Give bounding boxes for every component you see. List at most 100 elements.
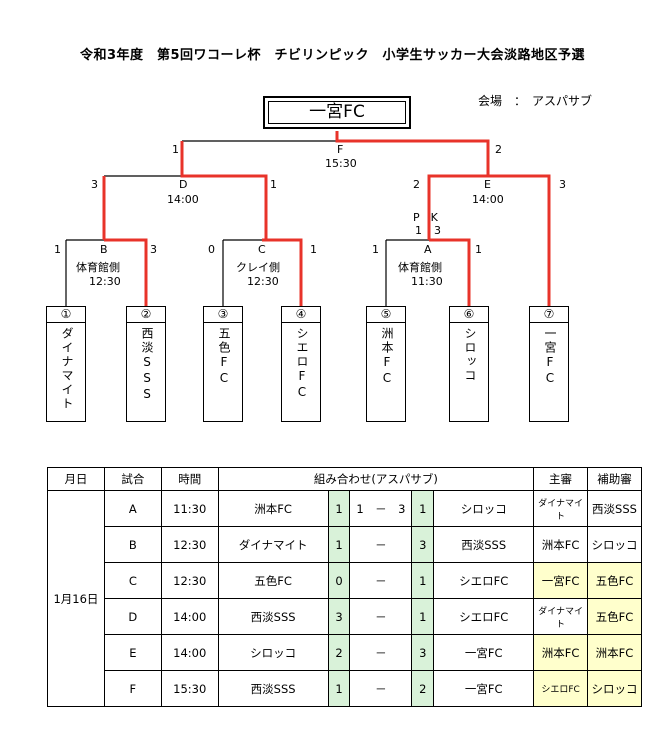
assistant-cell: シロッコ (587, 526, 642, 563)
separator-cell: 1 － 3 (349, 490, 413, 527)
team-box: ③ 五色FC (203, 306, 243, 422)
home-score-cell: 0 (327, 562, 351, 599)
match-f-time: 15:30 (325, 157, 357, 170)
match-e-pk-label: P K (413, 211, 438, 224)
assistant-cell: 洲本FC (587, 634, 642, 671)
table-row: E 14:00 シロッコ 2 － 3 一宮FC 洲本FC 洲本FC (48, 634, 642, 671)
table-row: D 14:00 西淡SSS 3 － 1 シエロFC ダイナマイト 五色FC (48, 598, 642, 635)
referee-cell: シエロFC (533, 670, 588, 707)
match-cell: B (103, 526, 162, 563)
team-name: シロッコ (463, 327, 477, 383)
match-d-time: 14:00 (167, 193, 199, 206)
separator-cell: － (349, 634, 413, 671)
team-name: 洲本FC (380, 327, 394, 387)
header-referee: 主審 (533, 467, 588, 491)
match-cell: C (103, 562, 162, 599)
team-name: 五色FC (217, 327, 231, 387)
table-row: 1月16日 A 11:30 洲本FC 1 1 － 3 1 シロッコ ダイナマイト… (47, 490, 642, 707)
date-cell: 1月16日 (47, 490, 105, 707)
away-score-cell: 1 (411, 562, 435, 599)
assistant-cell: 西淡SSS (587, 490, 642, 527)
match-e-left-score: 2 (413, 178, 420, 191)
team-number: ⑤ (367, 307, 405, 323)
team-name: 西淡SSS (140, 327, 154, 403)
assistant-cell: 五色FC (587, 562, 642, 599)
separator-cell: － (349, 562, 413, 599)
home-team-cell: シロッコ (217, 634, 329, 671)
match-e-pk-left: 1 (415, 224, 422, 237)
header-date: 月日 (47, 467, 105, 491)
team-number: ① (47, 307, 85, 323)
team-box: ① ダイナマイト (46, 306, 86, 422)
match-c-right-score: 1 (310, 243, 317, 256)
home-team-cell: 洲本FC (217, 490, 329, 527)
separator-cell: － (349, 526, 413, 563)
referee-cell: 洲本FC (533, 634, 588, 671)
table-row: B 12:30 ダイナマイト 1 － 3 西淡SSS 洲本FC シロッコ (48, 526, 642, 563)
home-score-cell: 3 (327, 598, 351, 635)
match-cell: E (103, 634, 162, 671)
home-team-cell: ダイナマイト (217, 526, 329, 563)
match-e-right-score: 3 (559, 178, 566, 191)
header-pairing: 組み合わせ(アスパサブ) (217, 467, 535, 491)
team-number: ⑥ (450, 307, 488, 323)
away-score-cell: 2 (411, 670, 435, 707)
team-name: シエロFC (295, 327, 309, 401)
team-box: ② 西淡SSS (126, 306, 166, 422)
time-cell: 14:00 (160, 634, 219, 671)
match-b-left-score: 1 (54, 243, 61, 256)
match-a-time: 11:30 (411, 275, 443, 288)
referee-cell: ダイナマイト (533, 490, 588, 527)
away-score-cell: 3 (411, 526, 435, 563)
venue-label: 会場 ： アスパサブ (478, 94, 593, 108)
team-box: ⑥ シロッコ (449, 306, 489, 422)
assistant-cell: 五色FC (587, 598, 642, 635)
away-score-cell: 3 (411, 634, 435, 671)
away-team-cell: シロッコ (433, 490, 535, 527)
champion-box: 一宮FC (263, 96, 411, 129)
home-team-cell: 五色FC (217, 562, 329, 599)
match-b-code: B (100, 243, 108, 256)
away-team-cell: 西淡SSS (433, 526, 535, 563)
home-team-cell: 西淡SSS (217, 598, 329, 635)
assistant-cell: シロッコ (587, 670, 642, 707)
team-number: ⑦ (530, 307, 568, 323)
match-b-time: 12:30 (89, 275, 121, 288)
match-e-code: E (484, 178, 491, 191)
home-score-cell: 1 (327, 670, 351, 707)
away-team-cell: 一宮FC (433, 670, 535, 707)
match-b-right-score: 3 (150, 243, 157, 256)
team-box: ⑤ 洲本FC (366, 306, 406, 422)
match-f-right-score: 2 (495, 143, 502, 156)
home-score-cell: 1 (327, 490, 351, 527)
match-cell: F (103, 670, 162, 707)
table-row: C 12:30 五色FC 0 － 1 シエロFC 一宮FC 五色FC (48, 562, 642, 599)
away-team-cell: シエロFC (433, 598, 535, 635)
home-score-cell: 2 (327, 634, 351, 671)
time-cell: 12:30 (160, 526, 219, 563)
match-e-time: 14:00 (472, 193, 504, 206)
header-time: 時間 (160, 467, 219, 491)
home-score-cell: 1 (327, 526, 351, 563)
match-d-right-score: 1 (270, 178, 277, 191)
match-f-code: F (337, 143, 344, 156)
table-row: F 15:30 西淡SSS 1 － 2 一宮FC シエロFC シロッコ (48, 670, 642, 707)
header-assistant: 補助審 (587, 467, 642, 491)
match-c-time: 12:30 (247, 275, 279, 288)
match-a-right-score: 1 (475, 243, 482, 256)
separator-cell: － (349, 598, 413, 635)
team-box: ⑦ 一宮FC (529, 306, 569, 422)
team-number: ② (127, 307, 165, 323)
time-cell: 14:00 (160, 598, 219, 635)
match-d-left-score: 3 (91, 178, 98, 191)
match-c-left-score: 0 (208, 243, 215, 256)
away-score-cell: 1 (411, 598, 435, 635)
away-score-cell: 1 (411, 490, 435, 527)
referee-cell: ダイナマイト (533, 598, 588, 635)
time-cell: 11:30 (160, 490, 219, 527)
away-team-cell: 一宮FC (433, 634, 535, 671)
table-header-row: 月日 試合 時間 組み合わせ(アスパサブ) 主審 補助審 (47, 467, 642, 491)
team-name: 一宮FC (543, 327, 557, 387)
time-cell: 15:30 (160, 670, 219, 707)
